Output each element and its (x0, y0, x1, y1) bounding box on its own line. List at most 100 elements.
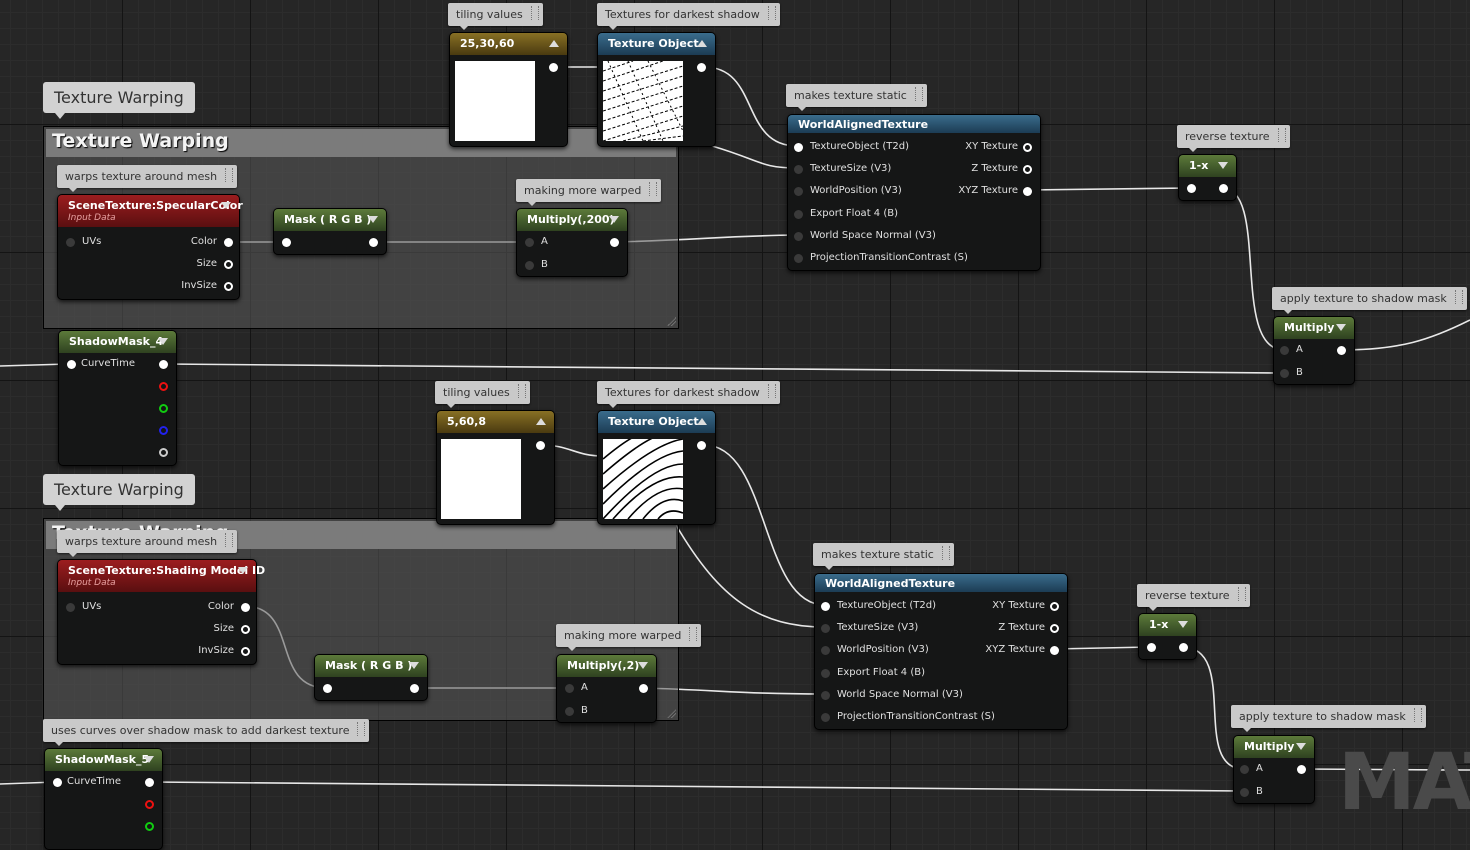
output-pin[interactable] (639, 684, 648, 693)
input-pin[interactable] (821, 713, 830, 722)
one-minus-node[interactable]: 1-x (1178, 154, 1237, 201)
comment-bubble[interactable]: makes texture static (786, 84, 927, 111)
comment-bubble[interactable]: makes texture static (813, 543, 954, 570)
output-pin[interactable] (410, 684, 419, 693)
collapse-arrow-icon[interactable] (609, 216, 619, 223)
comment-bubble[interactable]: making more warped (516, 179, 662, 206)
collapse-arrow-icon[interactable] (1336, 324, 1346, 331)
mask-node[interactable]: Mask ( R G B ) (314, 654, 428, 701)
constant-node[interactable]: 5,60,8 (436, 410, 555, 525)
comment-bubble[interactable]: apply texture to shadow mask (1231, 705, 1426, 732)
comment-bubble[interactable]: Textures for darkest shadow (597, 381, 780, 408)
collapse-arrow-icon[interactable] (158, 338, 168, 345)
input-pin[interactable] (821, 669, 830, 678)
output-pin[interactable] (145, 778, 154, 787)
collapse-arrow-icon[interactable] (409, 662, 419, 669)
comment-box-tab[interactable]: Texture Warping (43, 82, 195, 119)
input-pin[interactable] (821, 624, 830, 633)
resize-grip-icon[interactable] (667, 709, 676, 718)
output-pin[interactable] (369, 238, 378, 247)
output-pin[interactable] (1023, 143, 1032, 152)
comment-bubble[interactable]: tiling values (448, 3, 543, 30)
input-pin[interactable] (525, 261, 534, 270)
output-pin[interactable] (1023, 187, 1032, 196)
collapse-arrow-icon[interactable] (697, 40, 707, 47)
curve-atlas-node[interactable]: ShadowMask_4 CurveTime (58, 330, 177, 466)
resize-grip-icon[interactable] (667, 317, 676, 326)
input-pin[interactable] (323, 684, 332, 693)
constant-node[interactable]: 25,30,60 (449, 32, 568, 147)
multiply-node[interactable]: Multiply(,2) A B (556, 654, 657, 723)
collapse-arrow-icon[interactable] (697, 418, 707, 425)
comment-bubble[interactable]: Textures for darkest shadow (597, 3, 780, 30)
output-pin[interactable] (224, 238, 233, 247)
input-pin[interactable] (821, 646, 830, 655)
comment-bubble[interactable]: warps texture around mesh (57, 165, 238, 192)
input-pin[interactable] (821, 691, 830, 700)
comment-bubble[interactable]: reverse texture (1137, 584, 1250, 611)
input-pin[interactable] (794, 187, 803, 196)
output-pin[interactable] (536, 441, 545, 450)
output-pin-alpha[interactable] (159, 448, 168, 457)
output-pin[interactable] (1023, 165, 1032, 174)
output-pin[interactable] (1050, 624, 1059, 633)
input-pin[interactable] (66, 238, 75, 247)
output-pin[interactable] (1179, 643, 1188, 652)
world-aligned-texture-node[interactable]: WorldAlignedTexture TextureObject (T2d) … (787, 114, 1041, 271)
output-pin[interactable] (224, 260, 233, 269)
input-pin[interactable] (282, 238, 291, 247)
input-pin[interactable] (1280, 346, 1289, 355)
collapse-arrow-icon[interactable] (1218, 162, 1228, 169)
output-pin[interactable] (159, 360, 168, 369)
output-pin[interactable] (241, 647, 250, 656)
input-pin[interactable] (1147, 643, 1156, 652)
output-pin[interactable] (1050, 646, 1059, 655)
output-pin-blue[interactable] (159, 426, 168, 435)
input-pin[interactable] (794, 254, 803, 263)
output-pin[interactable] (697, 441, 706, 450)
input-pin[interactable] (821, 602, 830, 611)
input-pin[interactable] (794, 232, 803, 241)
multiply-node[interactable]: Multiply A B (1233, 735, 1315, 804)
output-pin[interactable] (697, 63, 706, 72)
collapse-arrow-icon[interactable] (1296, 743, 1306, 750)
input-pin[interactable] (794, 143, 803, 152)
mask-node[interactable]: Mask ( R G B ) (273, 208, 387, 255)
output-pin-green[interactable] (159, 404, 168, 413)
one-minus-node[interactable]: 1-x (1138, 613, 1197, 660)
comment-bubble[interactable]: warps texture around mesh (57, 530, 238, 557)
input-pin[interactable] (66, 603, 75, 612)
input-pin[interactable] (565, 707, 574, 716)
output-pin[interactable] (1050, 602, 1059, 611)
comment-box-tab[interactable]: Texture Warping (43, 474, 195, 511)
collapse-arrow-icon[interactable] (368, 216, 378, 223)
output-pin[interactable] (224, 282, 233, 291)
input-pin[interactable] (1240, 788, 1249, 797)
collapse-arrow-icon[interactable] (549, 40, 559, 47)
comment-bubble[interactable]: making more warped (556, 624, 702, 651)
collapse-arrow-icon[interactable] (638, 662, 648, 669)
input-pin[interactable] (565, 684, 574, 693)
output-pin-red[interactable] (145, 800, 154, 809)
comment-bubble[interactable]: apply texture to shadow mask (1272, 287, 1467, 314)
comment-bubble[interactable]: tiling values (435, 381, 530, 408)
texture-object-node[interactable]: Texture Object (597, 32, 716, 147)
output-pin[interactable] (1337, 346, 1346, 355)
output-pin[interactable] (610, 238, 619, 247)
input-pin[interactable] (525, 238, 534, 247)
input-pin[interactable] (1240, 765, 1249, 774)
texture-object-node[interactable]: Texture Object (597, 410, 716, 525)
output-pin[interactable] (549, 63, 558, 72)
input-pin[interactable] (1187, 184, 1196, 193)
output-pin[interactable] (1297, 765, 1306, 774)
collapse-arrow-icon[interactable] (1178, 621, 1188, 628)
output-pin[interactable] (241, 625, 250, 634)
output-pin-green[interactable] (145, 822, 154, 831)
input-pin[interactable] (53, 778, 62, 787)
output-pin-red[interactable] (159, 382, 168, 391)
input-pin[interactable] (67, 360, 76, 369)
input-pin[interactable] (794, 210, 803, 219)
comment-bubble[interactable]: uses curves over shadow mask to add dark… (43, 719, 370, 746)
